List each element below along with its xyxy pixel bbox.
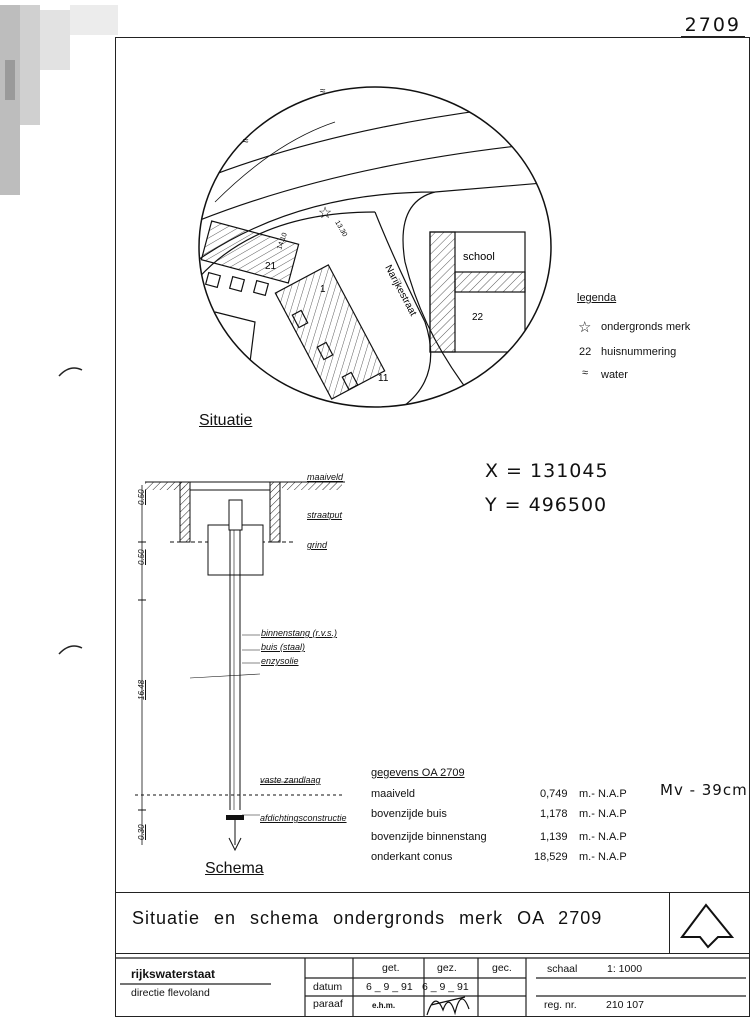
water-symbol-icon: ≈ <box>243 136 249 147</box>
house-number: 22 <box>472 312 484 323</box>
reg-value: 210 107 <box>606 999 644 1011</box>
drawing-frame <box>115 37 750 1017</box>
schema-label: buis (staal) <box>261 642 306 652</box>
schaal-value: 1: 1000 <box>607 963 643 975</box>
reg-label: reg. nr. <box>544 999 577 1011</box>
schema-label: vaste zandlaag <box>260 775 321 785</box>
datum-label: datum <box>313 981 343 993</box>
schema-drawing <box>135 481 345 852</box>
elevation-label: 13.30 <box>333 220 348 239</box>
gegevens-unit: m.- N.A.P <box>579 831 627 843</box>
schema-label: maaiveld <box>307 472 344 482</box>
legend-item: ondergronds merk <box>601 321 691 333</box>
gegevens-label: onderkant conus <box>371 851 453 863</box>
situation-map: ☆ 13.30 14.10 Narijkestraat school 21 22… <box>198 86 552 408</box>
schema-label: enzysolie <box>261 656 299 666</box>
gegevens-value: 1,139 <box>540 831 568 843</box>
scan-edge-artifact <box>0 5 118 195</box>
punch-hole <box>58 645 83 655</box>
handwritten-note: Mv - 39cm <box>660 781 748 799</box>
dimension-label: 0.30 <box>137 824 146 840</box>
schema-label: binnenstang (r.v.s.) <box>261 628 338 638</box>
gegevens-title: gegevens OA 2709 <box>371 767 465 779</box>
get-label: get. <box>382 962 400 974</box>
school-label: school <box>463 251 495 263</box>
title-box <box>116 892 669 954</box>
dimension-label: 16.48 <box>137 679 146 700</box>
date-get: 6 _ 9 _ 91 <box>366 981 413 993</box>
dimension-label: 0.50 <box>137 489 146 505</box>
schaal-label: schaal <box>547 963 578 975</box>
coord-y: Y = 496500 <box>485 494 608 516</box>
house-number: 21 <box>265 261 277 272</box>
punch-hole <box>58 367 83 377</box>
house-number: 1 <box>320 284 326 295</box>
gegevens-unit: m.- N.A.P <box>579 788 627 800</box>
gegevens-label: maaiveld <box>371 788 416 800</box>
gegevens-value: 1,178 <box>540 808 568 820</box>
rws-logo-icon <box>680 903 735 949</box>
gez-label: gez. <box>437 962 457 974</box>
legend-title: legenda <box>577 292 617 304</box>
gegevens-value: 0,749 <box>540 788 568 800</box>
schema-heading: Schema <box>205 860 264 877</box>
water-icon: ≈ <box>582 367 589 379</box>
benchmark-star-icon: ☆ <box>318 205 332 222</box>
house-number: 11 <box>378 373 389 384</box>
schema-label: grind <box>307 540 328 550</box>
gegevens-label: bovenzijde buis <box>371 808 447 820</box>
initials-get: e.h.m. <box>372 1001 396 1010</box>
gegevens-unit: m.- N.A.P <box>579 808 627 820</box>
dimension-label: 0.50 <box>137 549 146 565</box>
org-name: rijkswaterstaat <box>131 967 216 981</box>
coord-x: X = 131045 <box>485 460 609 482</box>
situatie-heading: Situatie <box>199 412 253 429</box>
dept-name: directie flevoland <box>131 987 210 999</box>
logo-box <box>669 892 750 954</box>
legend-item: huisnummering <box>601 346 677 358</box>
sheet-number: 2709 <box>680 14 745 37</box>
legend-item: water <box>601 369 628 381</box>
title-block-grid <box>116 957 750 1017</box>
drawing-title: Situatie en schema ondergronds merk OA 2… <box>132 908 603 928</box>
schema-label: afdichtingsconstructie <box>260 813 347 823</box>
gegevens-label: bovenzijde binnenstang <box>371 831 487 843</box>
star-icon: ☆ <box>578 319 592 336</box>
gec-label: gec. <box>492 962 512 974</box>
schema-label: straatput <box>307 510 343 520</box>
paraaf-label: paraaf <box>313 998 343 1010</box>
water-symbol-icon: ≈ <box>320 86 326 97</box>
gegevens-unit: m.- N.A.P <box>579 851 627 863</box>
legend-symbol: 22 <box>579 346 592 358</box>
gegevens-value: 18,529 <box>534 851 568 863</box>
signature <box>426 996 470 1016</box>
date-gez: 6 _ 9 _ 91 <box>422 981 469 993</box>
